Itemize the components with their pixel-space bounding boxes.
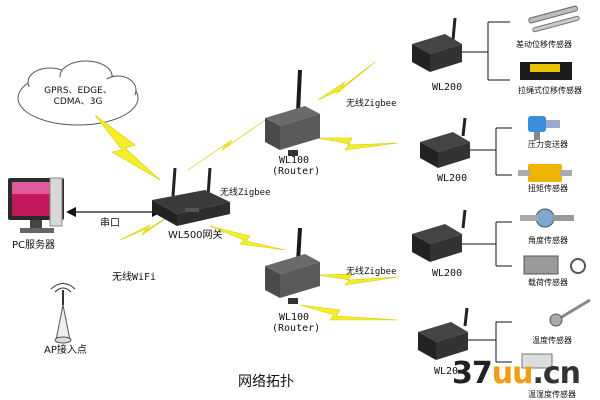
sensor-icon (549, 298, 591, 327)
cloud-icon (17, 60, 139, 126)
sensor-icon (520, 62, 572, 80)
sensor-label: 温湿度传感器 (528, 390, 576, 399)
sensor-icon (523, 255, 586, 275)
node-label: WL200 (432, 268, 463, 279)
node-device-icon (412, 17, 462, 72)
sensor-label: 角度传感器 (528, 236, 568, 245)
zigbee-gateway-label: 无线Zigbee (220, 188, 271, 198)
pc-server-label: PC服务器 (12, 240, 56, 251)
cloud-line-1: GPRS、EDGE、 (44, 86, 112, 96)
router-role: (Router) (272, 323, 321, 334)
diagram-caption: 网络拓扑 (238, 374, 294, 390)
node-device-icon (418, 307, 469, 360)
wifi-link-label: 无线WiFi (112, 272, 157, 283)
router-model: WL100 (278, 155, 310, 166)
sensor-label: 拉绳式位移传感器 (518, 86, 582, 95)
zigbee-router1-label: 无线Zigbee (346, 99, 397, 109)
watermark-part: .cn (532, 356, 581, 391)
sensor-label: 温度传感器 (532, 336, 572, 345)
cloud-network-text: GPRS、EDGE、 CDMA、3G (38, 86, 118, 108)
sensor-label: 载荷传感器 (528, 278, 568, 287)
router-label: WL100 (Router) (272, 155, 321, 177)
sensor-connection-lines (462, 21, 512, 363)
node-label: WL200 (432, 82, 463, 93)
sensor-label: 压力变送器 (528, 140, 568, 149)
cloud-line-2: CDMA、3G (53, 97, 103, 107)
node-label: WL20 (434, 366, 459, 377)
router-label: WL100 (Router) (272, 312, 321, 334)
sensor-icon (528, 116, 560, 140)
gateway-label: WL500网关 (168, 230, 223, 241)
access-point-icon (50, 283, 76, 344)
node-device-icon (412, 209, 467, 262)
sensor-icon (521, 353, 553, 369)
watermark-part: uu (491, 356, 534, 391)
wireless-bolt-icon (94, 61, 399, 321)
serial-label: 串口 (100, 218, 120, 229)
watermark-part: 37 (452, 356, 493, 391)
sensor-icon (528, 5, 580, 33)
node-label: WL200 (437, 173, 468, 184)
router-model: WL100 (278, 312, 310, 323)
router-role: (Router) (272, 166, 321, 177)
node-device-icon (420, 117, 470, 168)
pc-server-icon (8, 177, 64, 233)
router-device-icon (265, 69, 320, 156)
sensor-icon (518, 164, 572, 182)
router-device-icon (265, 227, 320, 304)
sensor-icon (520, 208, 574, 228)
ap-label: AP接入点 (44, 345, 87, 356)
sensor-label: 差动位移传感器 (516, 40, 572, 49)
watermark-logo: 37uu.cn (452, 356, 581, 391)
sensor-label: 扭矩传感器 (528, 184, 568, 193)
gateway-device-icon (152, 167, 230, 226)
zigbee-router2-label: 无线Zigbee (346, 267, 397, 277)
